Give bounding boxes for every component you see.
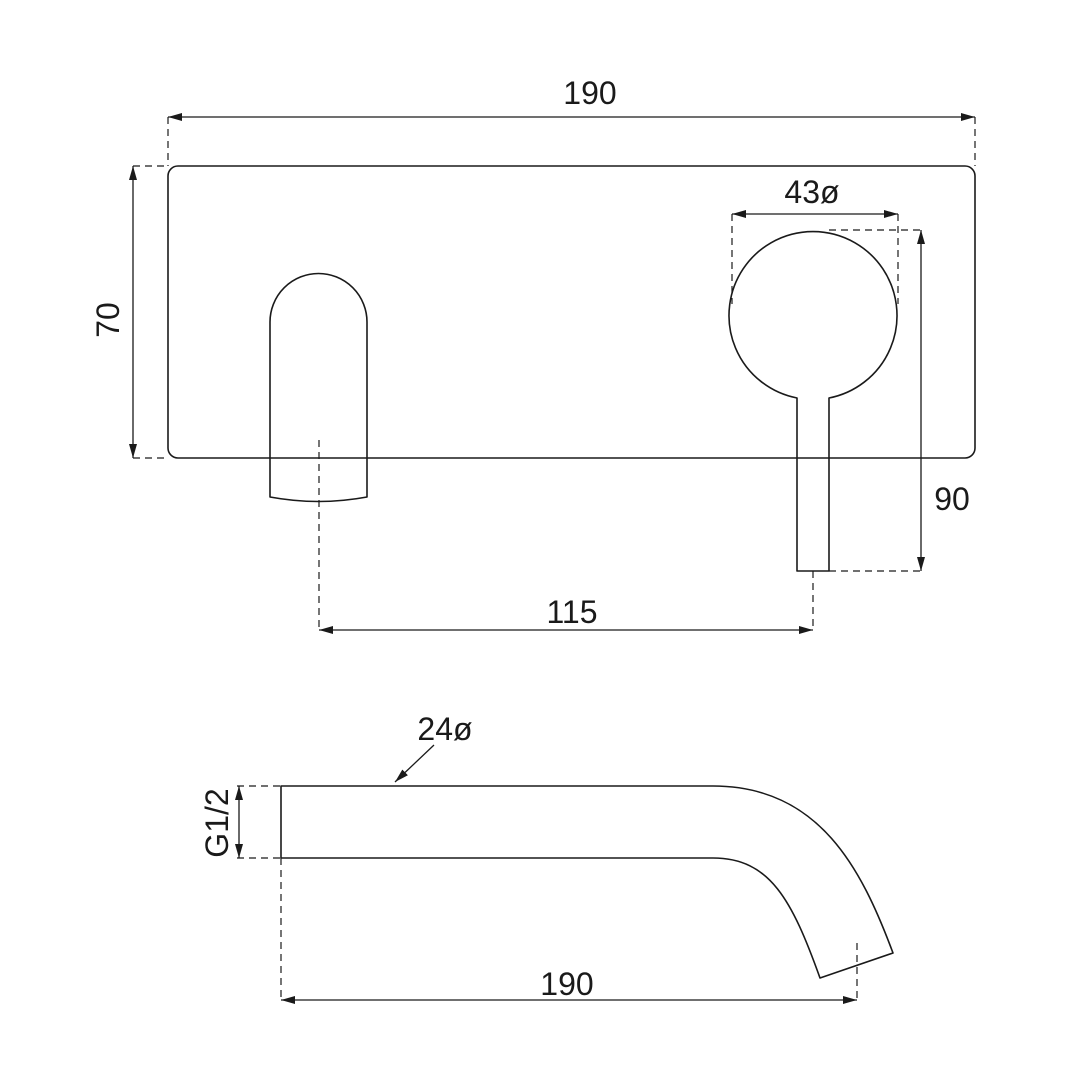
back-plate [167, 165, 976, 459]
dimension-plate-height: 70 [90, 165, 168, 459]
spout-side-profile [280, 785, 894, 979]
dimension-handle-diameter: 43ø [731, 174, 899, 304]
side-view: 24ø G1/2 190 [199, 711, 894, 1004]
dimension-spout-diameter: 24ø [394, 711, 473, 783]
dimension-overall-width: 190 [167, 75, 976, 166]
centre-distance-label: 115 [546, 594, 597, 630]
dimension-spout-length: 190 [280, 858, 858, 1004]
dimension-centre-distance: 115 [319, 571, 814, 634]
spout-front [269, 272, 368, 503]
handle-diameter-label: 43ø [784, 174, 839, 210]
front-view: 190 70 43ø 90 115 [90, 75, 976, 634]
thread-label: G1/2 [199, 788, 235, 857]
dimension-thread: G1/2 [199, 785, 281, 859]
plate-height-label: 70 [90, 302, 126, 338]
overall-width-label: 190 [563, 75, 616, 111]
dimension-handle-height: 90 [829, 229, 970, 572]
handle [728, 230, 898, 572]
handle-height-label: 90 [934, 481, 970, 517]
spout-diameter-label: 24ø [417, 711, 472, 747]
spout-length-label: 190 [540, 966, 593, 1002]
